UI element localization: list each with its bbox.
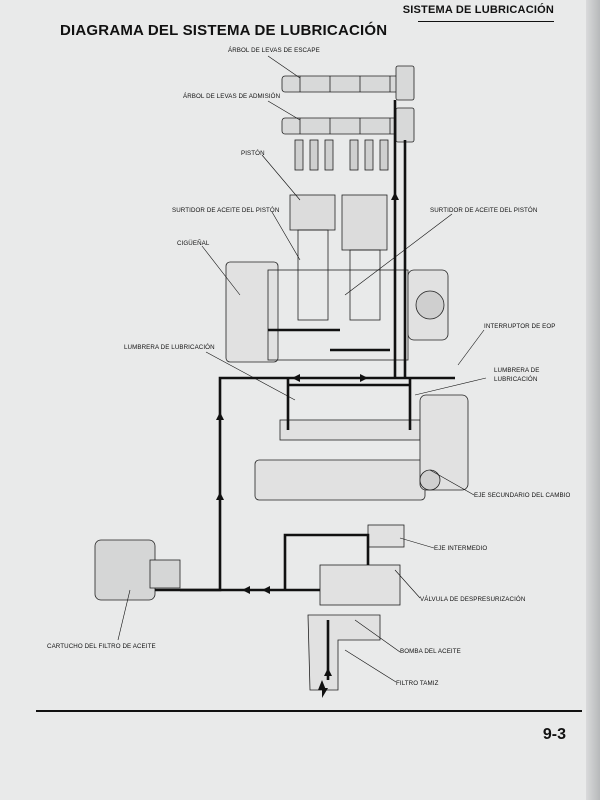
header-rule [418,21,554,22]
label-oil-gallery-right-2: LUBRICACIÓN [494,376,538,383]
label-oil-pump: BOMBA DEL ACEITE [400,648,461,655]
transmission [254,394,469,606]
oil-passages [155,100,455,680]
label-strainer: FILTRO TAMIZ [396,680,439,687]
label-oil-filter: CARTUCHO DEL FILTRO DE ACEITE [47,643,156,650]
oil-pump-strainer [307,614,381,691]
label-mainshaft: EJE INTERMEDIO [434,545,488,552]
label-countershaft: EJE SECUNDARIO DEL CAMBIO [474,492,571,499]
crankcase [225,261,449,363]
exhaust-camshaft [281,65,415,101]
page-edge-shadow [586,0,600,800]
section-header: SISTEMA DE LUBRICACIÓN [402,4,554,16]
label-relief-valve: VÁLVULA DE DESPRESURIZACIÓN [420,596,526,603]
label-piston-oil-jet-left: SURTIDOR DE ACEITE DEL PISTÓN [172,207,280,214]
page-title: DIAGRAMA DEL SISTEMA DE LUBRICACIÓN [60,22,388,39]
label-intake-camshaft: ÁRBOL DE LEVAS DE ADMISIÓN [183,93,281,100]
leader-lines [117,55,487,683]
pistons [289,194,388,321]
footer-rule [36,710,582,712]
label-oil-gallery-left: LUMBRERA DE LUBRICACIÓN [124,344,215,351]
label-eop-switch: INTERRUPTOR DE EOP [484,323,556,330]
intake-camshaft [281,107,415,143]
label-piston: PISTÓN [241,150,265,157]
label-crankshaft: CIGÜEÑAL [177,240,210,247]
oil-filter-cartridge [94,539,181,601]
valves [294,139,389,171]
flow-arrows [216,192,399,698]
label-piston-oil-jet-right: SURTIDOR DE ACEITE DEL PISTÓN [430,207,538,214]
page-number: 9-3 [542,726,566,743]
label-exhaust-camshaft: ÁRBOL DE LEVAS DE ESCAPE [228,47,320,54]
label-oil-gallery-right-1: LUMBRERA DE [494,367,540,374]
